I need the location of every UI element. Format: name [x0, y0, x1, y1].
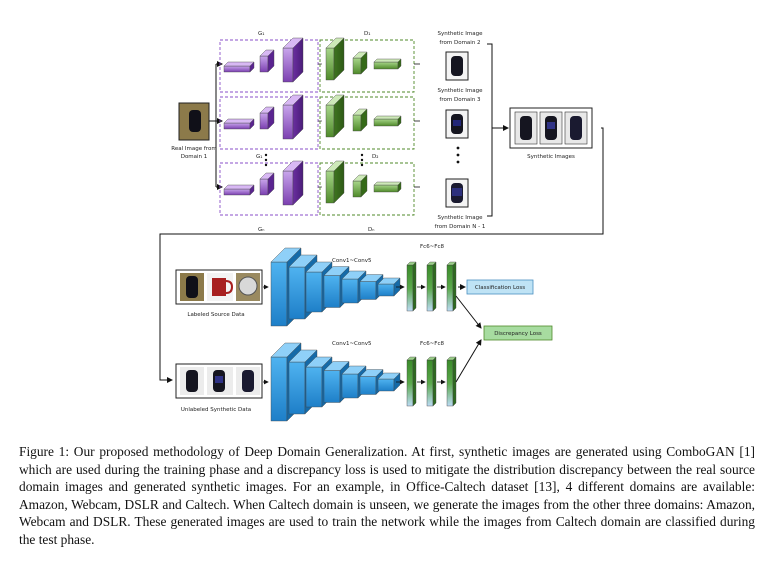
- generator-block: [223, 184, 255, 196]
- cnn-source: [263, 247, 457, 327]
- fc-layer: [426, 261, 437, 312]
- ellipsis-dots: [264, 146, 460, 167]
- fc-layer: [406, 356, 417, 407]
- discriminator-box: [319, 96, 415, 150]
- discriminator-box: [319, 39, 415, 93]
- generator-block: [259, 49, 275, 73]
- generator-block: [223, 118, 255, 130]
- synthetic-domain2: [445, 51, 469, 81]
- synthetic-label-2a: Synthetic Image: [438, 31, 484, 37]
- unlabeled-synthetic-label: Unlabeled Synthetic Data: [181, 407, 251, 413]
- cnn-synthetic: [263, 342, 457, 422]
- real-image-domain1: [178, 102, 210, 141]
- generator-label-2: G₁: [256, 154, 262, 160]
- discriminator-block: [352, 51, 368, 75]
- synthetic-label-2b: from Domain 2: [439, 40, 480, 46]
- conv-layer: [377, 277, 401, 297]
- generator-block: [259, 106, 275, 130]
- classification-loss-box: [466, 279, 534, 295]
- classification-loss-label: Classification Loss: [475, 285, 525, 291]
- generator-block: [259, 172, 275, 196]
- discriminator-block: [325, 37, 345, 81]
- discriminator-block: [325, 94, 345, 138]
- real-label-line1: Real Image from: [171, 146, 216, 152]
- discriminator-block: [325, 160, 345, 204]
- discriminator-block: [352, 174, 368, 198]
- synthetic-images-label: Synthetic Images: [527, 154, 575, 160]
- fc-label-bottom: Fc6~Fc8: [420, 341, 444, 347]
- figure-caption: Figure 1: Our proposed methodology of De…: [19, 444, 755, 547]
- generator-block: [282, 160, 304, 206]
- unlabeled-synthetic-images: [175, 363, 263, 399]
- gan-rows: [219, 37, 420, 216]
- generator-label-n: Gₙ: [258, 227, 264, 233]
- discrepancy-loss-box: [483, 325, 553, 341]
- synthetic-label-na: Synthetic Image: [438, 215, 484, 221]
- labeled-source-images: [175, 269, 263, 305]
- synthetic-domainN: [445, 178, 469, 208]
- discriminator-block: [373, 58, 402, 70]
- generator-label-1: G₁: [258, 31, 264, 37]
- discriminator-block: [373, 115, 402, 127]
- fc-layer: [426, 356, 437, 407]
- discrepancy-loss-label: Discrepancy Loss: [494, 331, 542, 337]
- fc-label-top: Fc6~Fc8: [420, 244, 444, 250]
- fc-layer: [446, 261, 457, 312]
- synthetic-label-nb: from Domain N - 1: [435, 224, 486, 230]
- discriminator-block: [373, 181, 402, 193]
- discriminator-label-2: D₂: [372, 154, 378, 160]
- method-figure: Real Image from Domain 1 G₁ G₁ Gₙ D₁ D₂ …: [159, 31, 604, 422]
- generator-block: [223, 61, 255, 73]
- real-label-line2: Domain 1: [181, 154, 208, 160]
- feedback-connector: [159, 127, 604, 383]
- fc-layer: [446, 356, 457, 407]
- conv-label-bottom: Conv1~Conv5: [332, 341, 372, 347]
- discriminator-label-n: Dₙ: [368, 227, 374, 233]
- generator-block: [282, 94, 304, 140]
- discriminator-block: [352, 108, 368, 132]
- discriminator-box: [319, 162, 415, 216]
- synthetic-domain3: [445, 109, 469, 139]
- labeled-source-label: Labeled Source Data: [187, 312, 244, 318]
- discriminator-label-1: D₁: [364, 31, 370, 37]
- synthetic-images-box: [509, 107, 593, 149]
- fc-layer: [406, 261, 417, 312]
- brace: [487, 43, 500, 217]
- conv-label-top: Conv1~Conv5: [332, 258, 372, 264]
- synthetic-label-3b: from Domain 3: [439, 97, 481, 103]
- synthetic-label-3a: Synthetic Image: [438, 88, 484, 94]
- generator-block: [282, 37, 304, 83]
